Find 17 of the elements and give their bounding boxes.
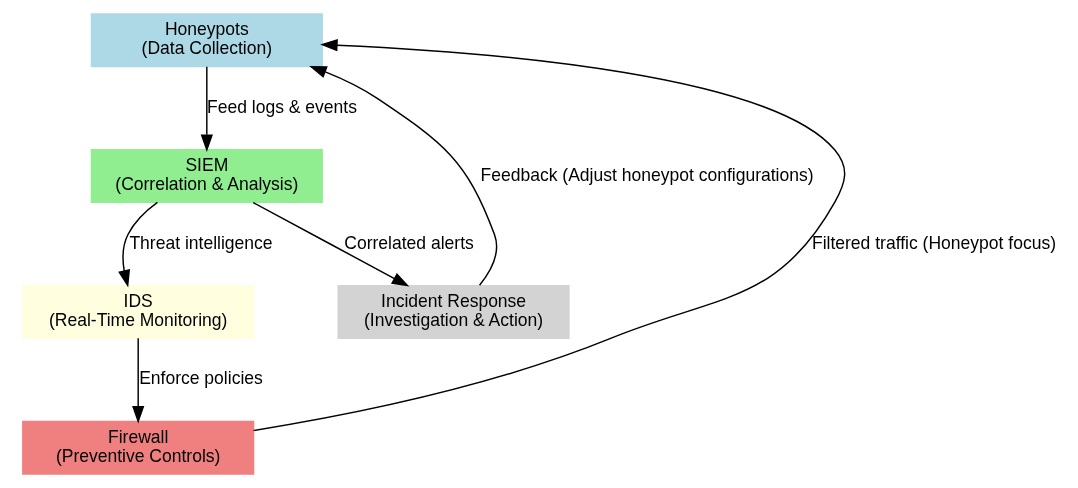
node-box: Firewall (Preventive Controls) (22, 420, 255, 475)
edge-label: Feedback (Adjust honeypot configurations) (480, 164, 814, 185)
edge-label: Correlated alerts (344, 232, 474, 253)
arrow (252, 39, 846, 432)
node-box: SIEM (Correlation & Analysis) (90, 149, 323, 204)
arrow (132, 337, 145, 424)
edge-label: Filtered traffic (Honeypot focus) (811, 232, 1056, 253)
arrow (118, 201, 159, 288)
node-box: Incident Response (Investigation & Action) (337, 284, 570, 339)
node-box: Honeypots (Data Collection) (90, 13, 323, 68)
arrow (252, 201, 410, 287)
arrow (200, 66, 213, 152)
edge-label: Threat intelligence (129, 232, 273, 253)
edge-label: Enforce policies (139, 368, 263, 389)
edge-label: Feed logs & events (207, 96, 357, 117)
arrow (309, 65, 498, 286)
node-box: IDS (Real-Time Monitoring) (22, 284, 255, 339)
